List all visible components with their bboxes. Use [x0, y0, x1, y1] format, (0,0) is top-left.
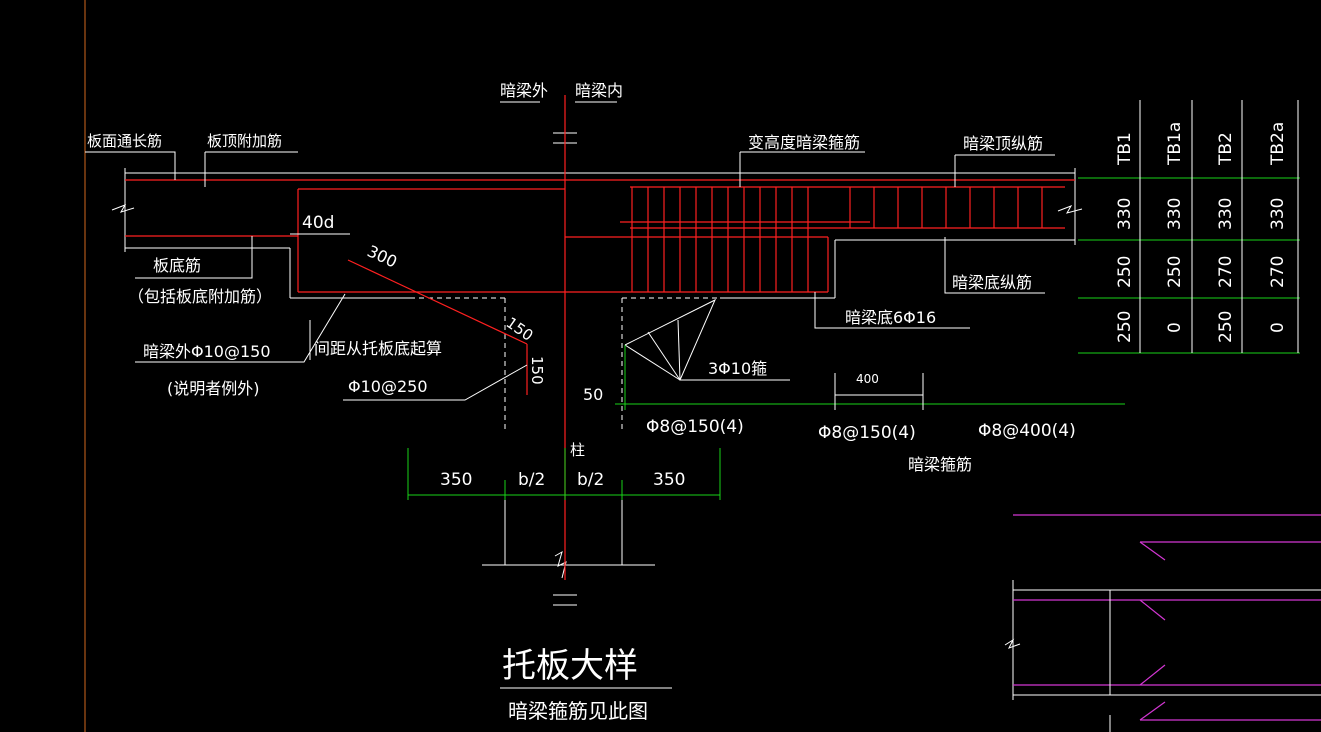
annotation-text: 暗梁外 暗梁内 板面通长筋 板顶附加筋 变高度暗梁箍筋 暗梁顶纵筋 40d 30… — [87, 81, 1076, 723]
parameter-table-text: TB1 TB1a TB2 TB2a 330 330 330 330 250 25… — [1115, 122, 1288, 343]
label-anchor-40d: 40d — [302, 213, 334, 233]
table-cell: 330 — [1216, 198, 1236, 230]
table-cell: 250 — [1115, 311, 1135, 343]
break-symbols — [111, 168, 1083, 579]
table-cell: 330 — [1165, 198, 1185, 230]
table-cell: 250 — [1115, 256, 1135, 288]
label-bar-10-250: Φ10@250 — [348, 377, 428, 396]
drawing-subtitle: 暗梁箍筋见此图 — [508, 699, 648, 723]
table-cell: 270 — [1268, 256, 1288, 288]
label-dim-50: 50 — [583, 385, 603, 404]
table-cell: 270 — [1216, 256, 1236, 288]
label-dim-350-left: 350 — [440, 470, 472, 490]
table-cell: 330 — [1115, 198, 1135, 230]
label-spacing-from: 间距从托板底起算 — [314, 339, 442, 358]
table-cell: 250 — [1165, 256, 1185, 288]
table-header-tb2a: TB2a — [1268, 122, 1288, 166]
label-dim-b2-right: b/2 — [577, 470, 604, 490]
label-dim-400: 400 — [856, 372, 879, 386]
label-beam-bottom-6: 暗梁底6Φ16 — [845, 308, 936, 327]
label-stirrup-8-150-a: Φ8@150(4) — [646, 417, 744, 437]
label-stirrup-3-10: 3Φ10箍 — [708, 359, 767, 378]
leader-lines — [85, 101, 1055, 689]
label-dim-300: 300 — [364, 241, 400, 271]
parameter-table-grid — [1078, 100, 1300, 354]
label-var-height-stirrup: 变高度暗梁箍筋 — [748, 133, 860, 152]
table-cell: 250 — [1216, 311, 1236, 343]
label-beam-bottom-long: 暗梁底纵筋 — [952, 273, 1032, 292]
table-header-tb1a: TB1a — [1165, 122, 1185, 166]
table-header-tb1: TB1 — [1115, 132, 1135, 166]
label-beam-outside: 暗梁外 — [500, 81, 548, 100]
label-dim-350-right: 350 — [653, 470, 685, 490]
label-beam-inside: 暗梁内 — [575, 81, 623, 100]
label-beam-top-long: 暗梁顶纵筋 — [963, 134, 1043, 153]
table-cell: 0 — [1268, 322, 1288, 333]
table-cell: 330 — [1268, 198, 1288, 230]
drawing-title: 托板大样 — [502, 646, 638, 686]
label-beam-stirrup: 暗梁箍筋 — [908, 455, 972, 474]
label-stirrup-8-150-b: Φ8@150(4) — [818, 423, 916, 443]
slab-outline — [125, 172, 1075, 430]
adjacent-detail — [1004, 514, 1321, 732]
label-slab-bottom-note: （包括板底附加筋） — [128, 287, 272, 306]
label-slab-bottom: 板底筋 — [153, 256, 201, 275]
label-stirrup-8-400: Φ8@400(4) — [978, 421, 1076, 441]
table-cell: 0 — [1165, 322, 1185, 333]
label-column: 柱 — [570, 441, 585, 459]
stirrup-set — [631, 187, 1043, 292]
label-slab-top-long: 板面通长筋 — [87, 132, 162, 150]
column-outline — [482, 132, 655, 606]
label-dim-150-a: 150 — [503, 314, 537, 345]
label-dim-150-b: 150 — [528, 356, 546, 385]
label-slab-top-add: 板顶附加筋 — [207, 132, 282, 150]
rebar-lines — [125, 95, 1075, 580]
dimension-lines — [407, 345, 1125, 500]
label-beam-outer-note: (说明者例外) — [167, 379, 260, 398]
label-beam-outer-bar: 暗梁外Φ10@150 — [143, 342, 271, 361]
label-dim-b2-left: b/2 — [518, 470, 545, 490]
table-header-tb2: TB2 — [1216, 132, 1236, 166]
